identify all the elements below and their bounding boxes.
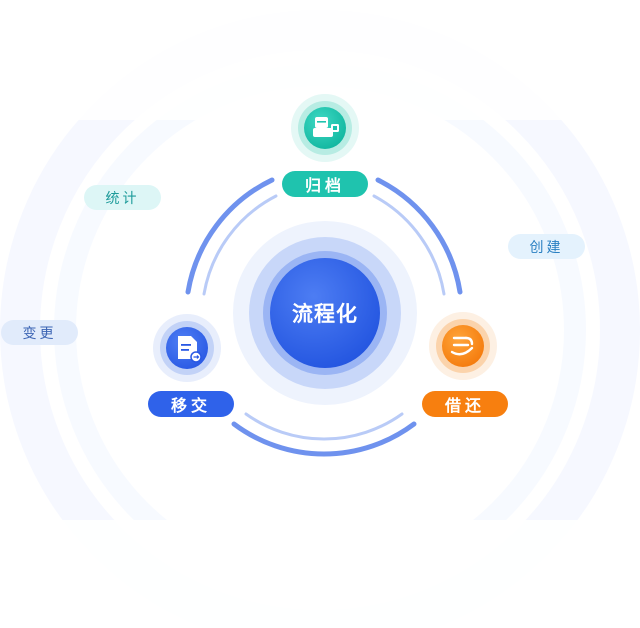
hand-lending-icon <box>450 336 474 356</box>
stats-tag: 统计 <box>84 185 161 210</box>
create-tag: 创建 <box>508 234 585 259</box>
archive-label: 归档 <box>282 171 368 197</box>
change-tag: 变更 <box>1 320 78 345</box>
archive-tray-icon <box>313 117 339 137</box>
transfer-label: 移交 <box>148 391 234 417</box>
cycle-arcs <box>185 177 463 457</box>
lend-return-label: 借还 <box>422 391 508 417</box>
document-transfer-icon <box>178 336 202 363</box>
center-label: 流程化 <box>292 302 358 326</box>
center-hub <box>233 221 417 405</box>
